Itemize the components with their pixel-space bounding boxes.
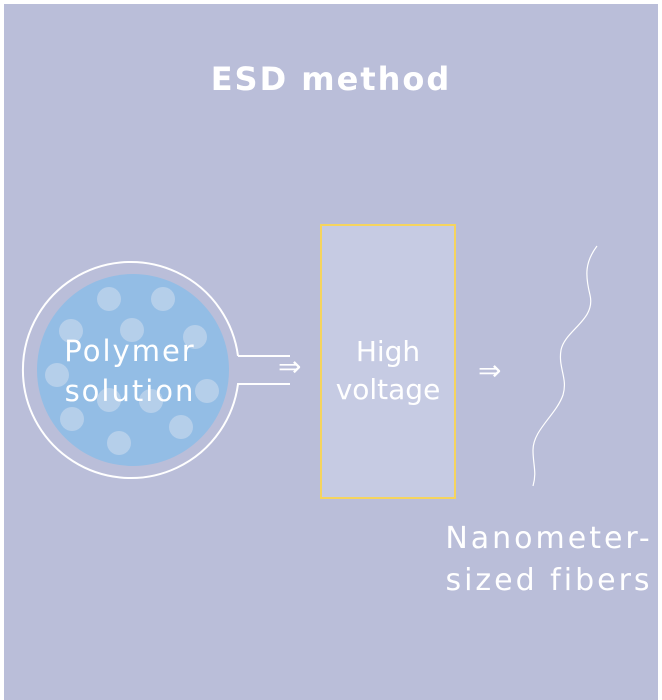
bubble-icon	[120, 318, 144, 342]
bubble-icon	[195, 379, 219, 403]
high-voltage-line2: voltage	[335, 373, 441, 406]
bubble-icon	[97, 388, 121, 412]
diagram-title: ESD method	[210, 60, 452, 98]
polymer-bubbles	[45, 287, 219, 455]
high-voltage-label: High voltage	[320, 333, 456, 409]
solution-container-outline	[21, 261, 290, 479]
bubble-icon	[151, 287, 175, 311]
polymer-solution-line1: Polymer	[64, 334, 196, 368]
polymer-solution-label: Polymer solution	[40, 331, 220, 411]
high-voltage-line1: High	[355, 335, 421, 368]
nanofiber-strand-icon	[532, 245, 598, 487]
bubble-icon	[45, 363, 69, 387]
bubble-icon	[139, 389, 163, 413]
bubble-icon	[59, 319, 83, 343]
bubble-icon	[97, 287, 121, 311]
high-voltage-box	[320, 224, 456, 499]
arrow-right-icon: ⇒	[478, 354, 502, 387]
bubble-icon	[60, 407, 84, 431]
bubble-icon	[107, 431, 131, 455]
bubble-icon	[169, 415, 193, 439]
arrow-right-icon: ⇒	[278, 350, 302, 383]
nanofiber-line1: Nanometer-	[445, 521, 653, 556]
nanofiber-label: Nanometer- sized fibers	[440, 518, 658, 602]
bubble-icon	[183, 325, 207, 349]
nanofiber-line2: sized fibers	[445, 563, 653, 598]
polymer-solution-line2: solution	[64, 374, 196, 408]
